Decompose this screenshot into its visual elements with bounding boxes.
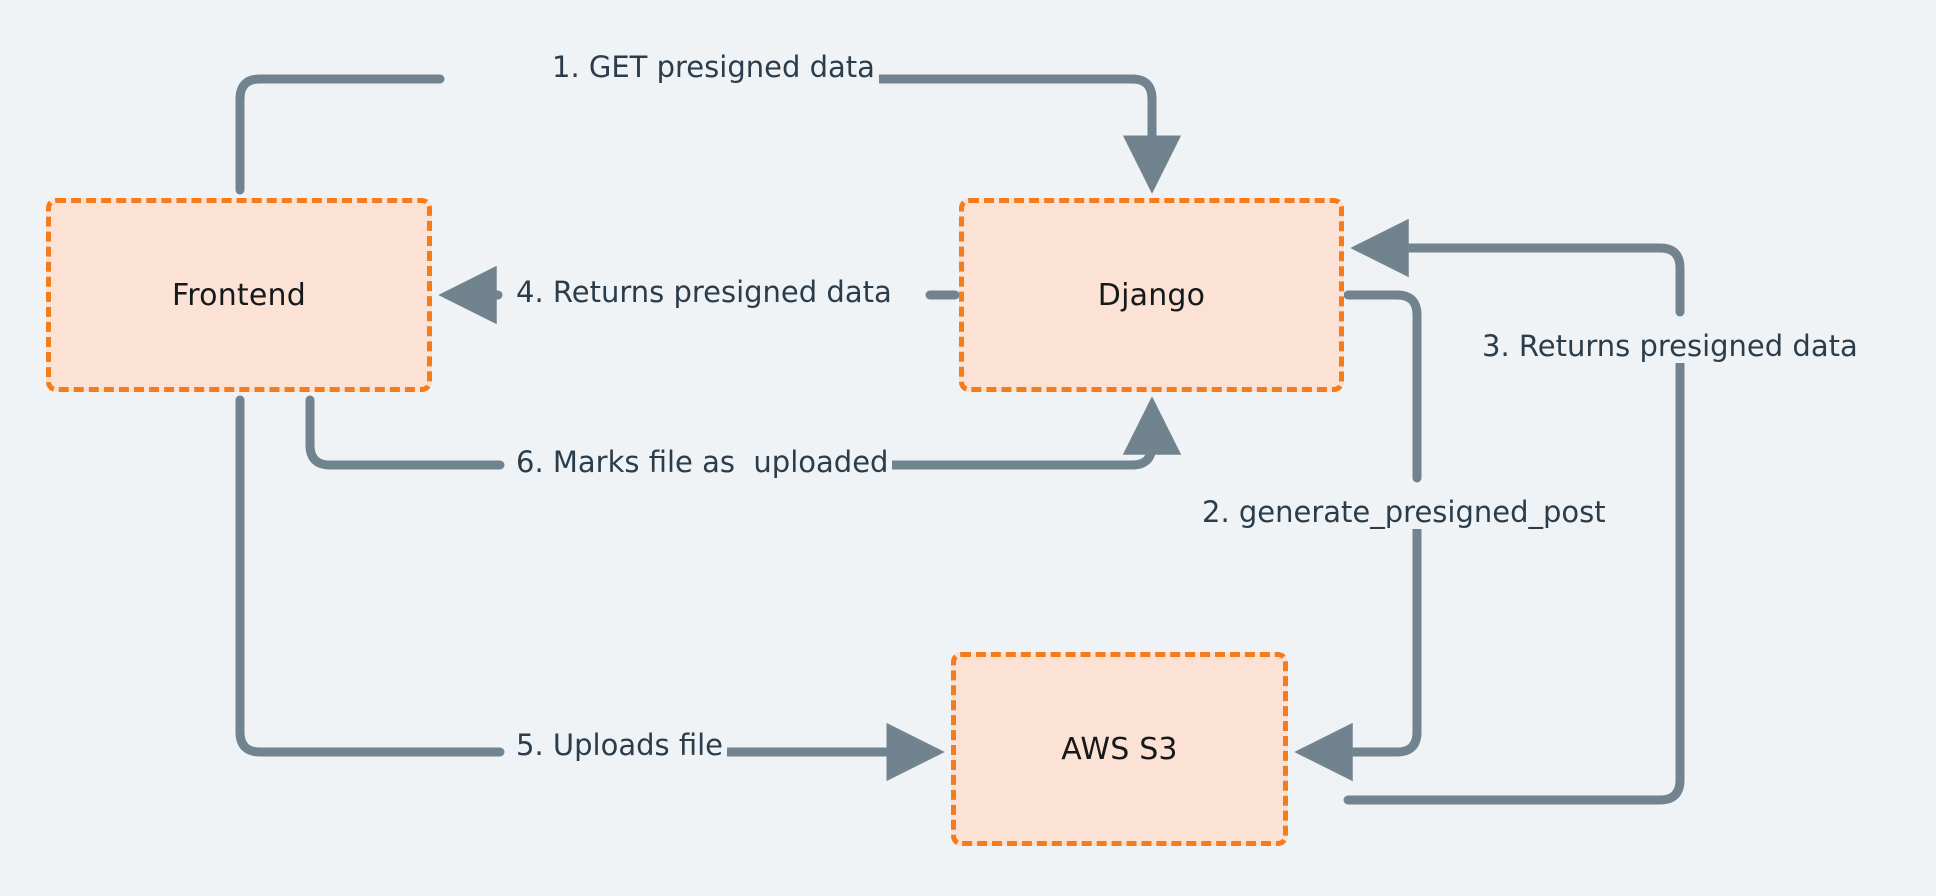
edge-label-3: 3. Returns presigned data	[1478, 330, 1862, 363]
node-aws-s3[interactable]: AWS S3	[951, 652, 1288, 846]
edge-label-1: 1. GET presigned data	[548, 51, 879, 84]
edge-label-5: 5. Uploads file	[512, 729, 727, 762]
node-django-label: Django	[1097, 277, 1206, 313]
edge-label-2: 2. generate_presigned_post	[1198, 496, 1610, 529]
connector-6-marks-file-as-uploaded	[305, 400, 1152, 470]
connector-3-returns-presigned-data	[1348, 248, 1685, 805]
connector-1-get-presigned-data	[235, 74, 1152, 190]
node-frontend-label: Frontend	[172, 277, 306, 313]
node-aws-s3-label: AWS S3	[1061, 731, 1178, 767]
node-frontend[interactable]: Frontend	[46, 198, 432, 392]
edge-label-4: 4. Returns presigned data	[512, 276, 896, 309]
node-django[interactable]: Django	[959, 198, 1344, 392]
edge-label-6: 6. Marks file as uploaded	[512, 446, 893, 479]
